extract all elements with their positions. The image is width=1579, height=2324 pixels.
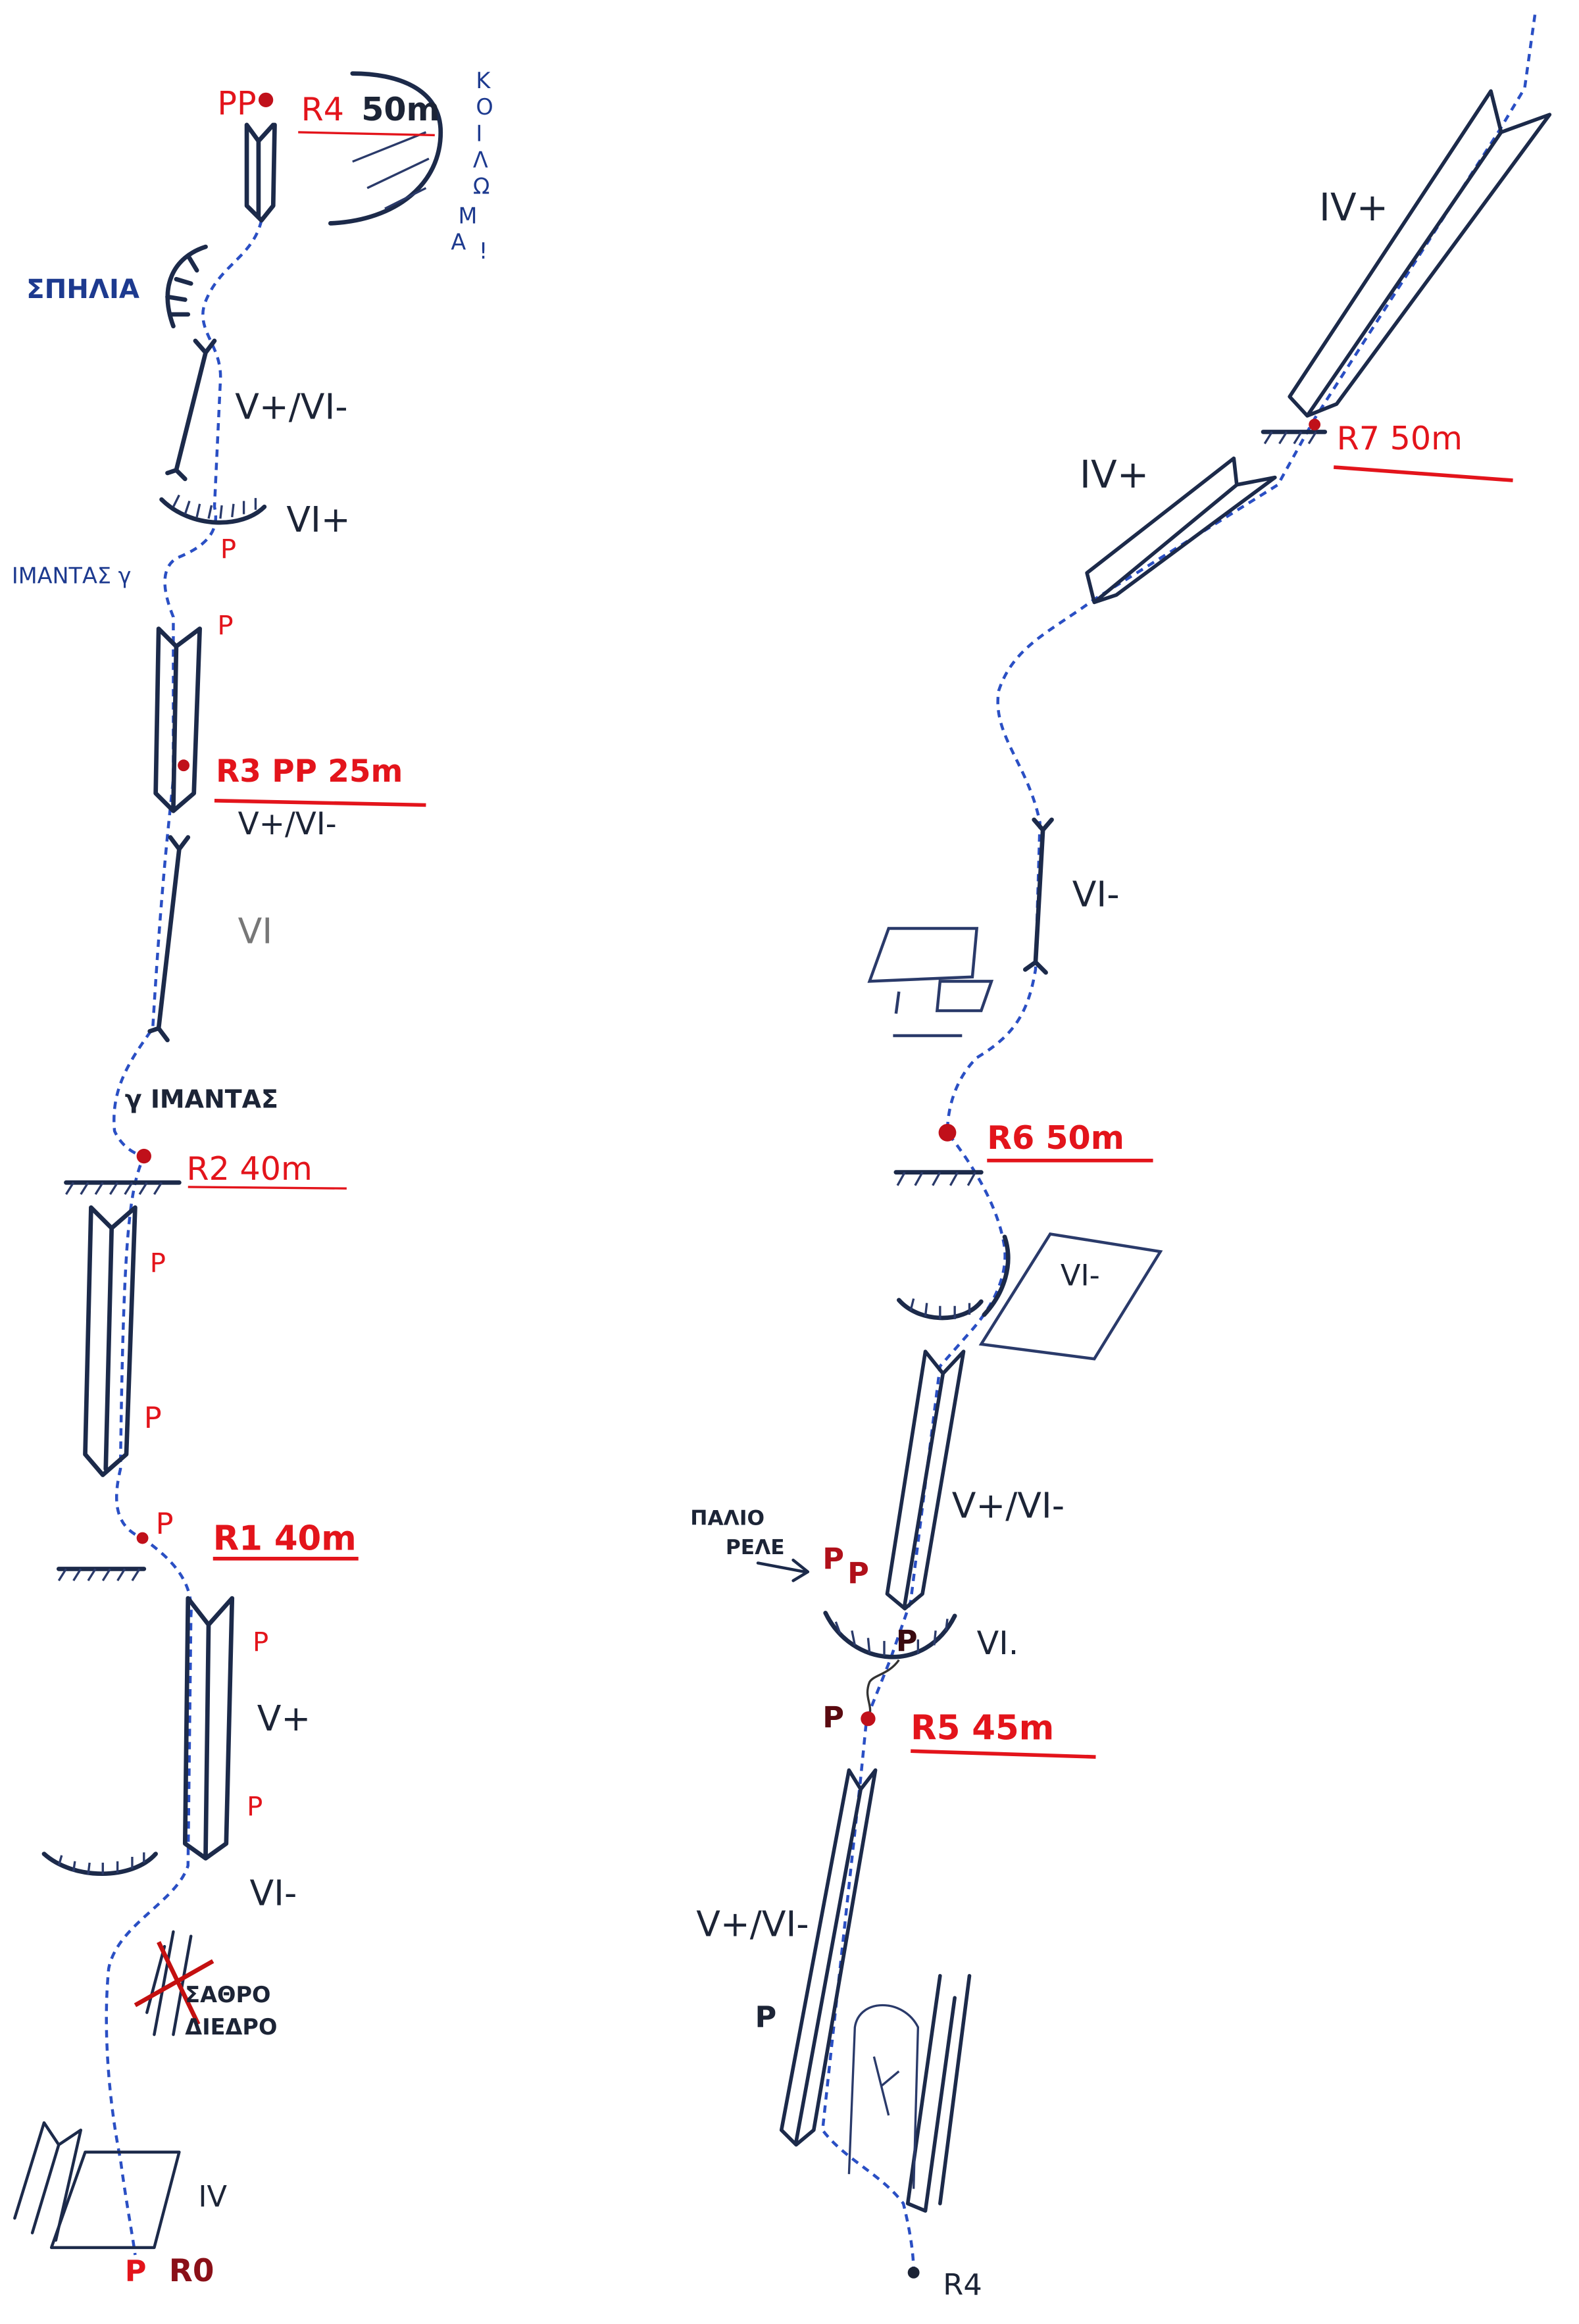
piton-label: P — [822, 1542, 844, 1576]
dihedral-pitch1 — [182, 1596, 235, 1861]
grade-label: V+ — [257, 1698, 311, 1739]
belay-dot-r3 — [178, 759, 189, 772]
belay-r0-label: R0 — [169, 2253, 214, 2289]
belay-r1-label: R1 40m — [213, 1519, 357, 1558]
loose-dihedral — [145, 1930, 193, 2036]
belay-dot-r5 — [861, 1711, 876, 1727]
sling-label: ΙΜΑΝΤΑΣ γ — [12, 563, 132, 588]
svg-text:Λ: Λ — [473, 147, 488, 173]
roof-arc-r6 — [896, 1234, 1011, 1321]
svg-text:Ω: Ω — [473, 174, 490, 199]
grade-label: VI. — [977, 1624, 1019, 1662]
belay-r2-label: R2 40m — [187, 1149, 313, 1188]
dihedral-pitch2 — [83, 1205, 138, 1477]
piton-label: P — [253, 1627, 268, 1657]
dihedral-top-left — [244, 122, 277, 223]
piton-label: P — [847, 1557, 869, 1591]
dihedral-iv-plus — [1085, 456, 1277, 605]
belay-r6-label: R6 50m — [987, 1119, 1124, 1157]
belay-r4-label: R4 — [301, 90, 344, 128]
grade-label: IV+ — [1319, 185, 1388, 230]
left-pitch-column: PP R4 50m Κ Ο Ι Λ Ω Μ Α ! ΣΠΗΛΙΑ V+/VI- … — [12, 68, 493, 2289]
dihedral-r3 — [153, 626, 202, 813]
belay-dot-r1 — [136, 1532, 149, 1544]
crack-line — [165, 338, 217, 482]
piton-label: P — [822, 1701, 844, 1735]
arrow-old-belay — [756, 1558, 810, 1582]
old-belay-label: ΠΑΛΙΟ — [690, 1506, 764, 1530]
dihedral-side — [905, 1974, 972, 2213]
grade-label: V+/VI- — [235, 386, 347, 427]
slab-vi-minus — [978, 1232, 1163, 1361]
crack-line-vi-minus — [1022, 817, 1054, 975]
right-pitch-column: IV+ R7 50m IV+ VI- R6 50m VI- V+/VI- ΠΑΛ… — [690, 14, 1552, 2302]
belay-r3-label: R3 PP 25m — [216, 753, 403, 790]
piton-label: P — [144, 1401, 162, 1435]
piton-pp-label: PP — [217, 84, 256, 122]
route-line-right — [820, 14, 1537, 2273]
grade-label: VI- — [1072, 874, 1120, 915]
loose-dihedral-label: ΣΑΘΡΟ — [185, 1982, 270, 2008]
piton-label: P — [896, 1624, 918, 1658]
piton-label: P — [220, 534, 236, 565]
piton-label: P — [217, 611, 233, 642]
roof-arc — [159, 497, 267, 525]
grade-label: IV+ — [1080, 452, 1149, 497]
belay-dot-r7 — [1309, 418, 1321, 431]
slab-blocks — [867, 926, 994, 1038]
svg-text:Ο: Ο — [476, 94, 493, 120]
route-line-left — [105, 220, 263, 2256]
grade-label: VI- — [250, 1873, 297, 1914]
loose-dihedral-label: ΔΙΕΔΡΟ — [185, 2014, 277, 2040]
sling-label: γ ΙΜΑΝΤΑΣ — [125, 1084, 278, 1113]
overhang-note-vertical: Κ Ο Ι Λ Ω Μ Α ! — [451, 68, 493, 264]
belay-r5-label: R5 45m — [911, 1708, 1054, 1748]
grade-label: VI+ — [286, 499, 350, 540]
grade-label: VI- — [1061, 1259, 1100, 1293]
piton-label: P — [156, 1507, 174, 1541]
svg-text:Α: Α — [451, 230, 466, 255]
svg-text:!: ! — [479, 238, 488, 264]
overhang-bulge — [328, 71, 443, 226]
belay-dot-r2 — [136, 1148, 151, 1164]
arch-feature — [847, 2004, 920, 2189]
belay-r7-label: R7 50m — [1337, 419, 1463, 457]
piton-label: P — [755, 2000, 777, 2034]
roof-arc-r5 — [823, 1611, 957, 1659]
grade-label: V+/VI- — [238, 806, 337, 842]
sling-line — [866, 1659, 900, 1717]
belay-r4-length: 50m — [361, 90, 440, 128]
dihedral-r5-lower — [779, 1768, 878, 2147]
cave-label: ΣΠΗΛΙΑ — [26, 274, 139, 305]
belay-dot-r6 — [938, 1123, 957, 1142]
cave-arc — [165, 244, 208, 329]
svg-text:Κ: Κ — [476, 68, 491, 93]
dihedral-r5-upper — [885, 1350, 966, 1611]
slab-start — [49, 2150, 181, 2250]
svg-text:Ι: Ι — [476, 120, 482, 146]
dihedral-top-right — [1288, 89, 1552, 418]
svg-text:Μ: Μ — [459, 203, 478, 228]
dihedral-start — [13, 2121, 83, 2242]
crack-line-vi — [147, 835, 191, 1043]
grade-label: IV — [198, 2179, 227, 2213]
belay-r4-bottom-label: R4 — [943, 2267, 982, 2302]
piton-label: P — [247, 1792, 263, 1822]
piton-label: P — [150, 1248, 166, 1278]
grade-label: V+/VI- — [696, 1904, 809, 1945]
old-belay-label: ΡΕΛΕ — [726, 1536, 785, 1559]
belay-dot-r4 — [258, 92, 274, 108]
belay-dot-r4-bottom — [907, 2266, 920, 2279]
grade-label: VI — [238, 910, 272, 951]
piton-label: P — [125, 2254, 147, 2288]
cross-mark — [134, 1941, 214, 2025]
grade-label: V+/VI- — [952, 1484, 1065, 1526]
